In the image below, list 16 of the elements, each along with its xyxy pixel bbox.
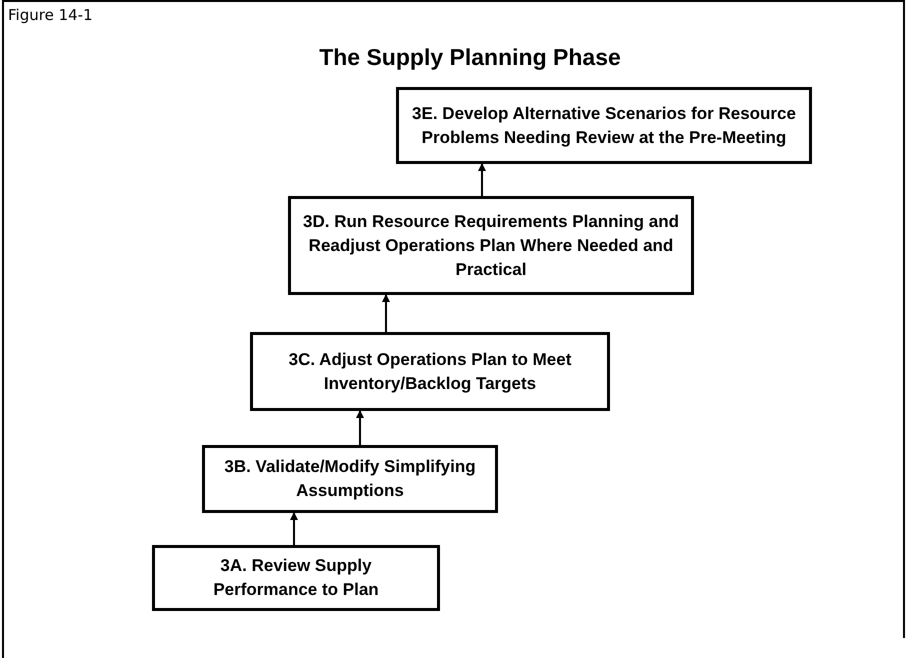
- diagram-title: The Supply Planning Phase: [318, 43, 622, 72]
- step-text: 3D. Run Resource Requirements Planning and Readjust Operations Plan Where Needed and Practical: [303, 210, 679, 280]
- step-text: 3B. Validate/Modify Simplifying Assumptions: [223, 456, 477, 502]
- process-box: [202, 445, 498, 513]
- arrow: [382, 294, 390, 332]
- step-text: 3C. Adjust Operations Plan to Meet Inventory/Backlog Targets: [288, 348, 572, 395]
- process-box: [288, 196, 694, 295]
- process-box: [250, 332, 610, 411]
- arrow: [356, 410, 364, 445]
- step-text: 3A. Review Supply Performance to Plan: [212, 555, 380, 601]
- arrow: [290, 512, 298, 545]
- figure-number: Figure 14-1: [8, 5, 93, 26]
- step-text: 3E. Develop Alternative Scenarios for Resource Problems Needing Review at the Pre-Meeting: [411, 102, 797, 149]
- process-box: [152, 545, 440, 611]
- arrow: [478, 163, 486, 196]
- process-box: [396, 87, 812, 164]
